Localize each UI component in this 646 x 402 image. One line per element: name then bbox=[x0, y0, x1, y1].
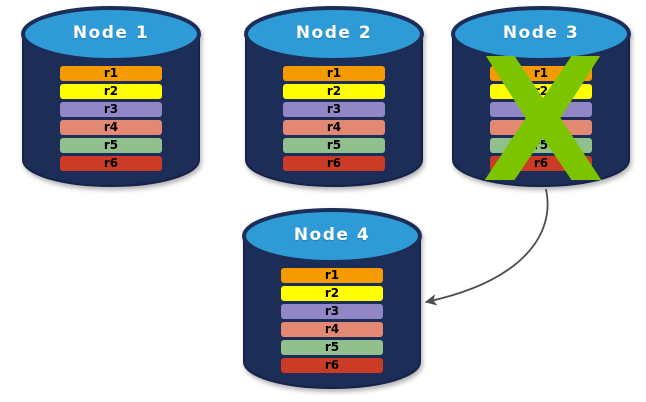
record-bar-r4[interactable]: r4 bbox=[60, 120, 162, 135]
record-bar-r6[interactable]: r6 bbox=[60, 156, 162, 171]
record-bar-r5[interactable]: r5 bbox=[283, 138, 385, 153]
record-bar-r6[interactable]: r6 bbox=[490, 156, 592, 171]
record-bar-r2[interactable]: r2 bbox=[283, 84, 385, 99]
record-bar-r6[interactable]: r6 bbox=[283, 156, 385, 171]
record-list: r1 r2 r3 r4 r5 r6 bbox=[243, 268, 421, 373]
record-list: r1 r2 r3 r4 r5 r6 bbox=[22, 66, 200, 171]
record-bar-r3[interactable]: r3 bbox=[490, 102, 592, 117]
record-bar-r3[interactable]: r3 bbox=[281, 304, 383, 319]
record-bar-r1[interactable]: r1 bbox=[283, 66, 385, 81]
record-list: r1 r2 r3 r4 r5 r6 bbox=[452, 66, 630, 171]
record-bar-r3[interactable]: r3 bbox=[283, 102, 385, 117]
record-bar-r1[interactable]: r1 bbox=[281, 268, 383, 283]
record-bar-r2[interactable]: r2 bbox=[490, 84, 592, 99]
record-bar-r5[interactable]: r5 bbox=[490, 138, 592, 153]
record-bar-r6[interactable]: r6 bbox=[281, 358, 383, 373]
record-list: r1 r2 r3 r4 r5 r6 bbox=[245, 66, 423, 171]
record-bar-r1[interactable]: r1 bbox=[490, 66, 592, 81]
record-bar-r2[interactable]: r2 bbox=[60, 84, 162, 99]
record-bar-r2[interactable]: r2 bbox=[281, 286, 383, 301]
record-bar-r4[interactable]: r4 bbox=[281, 322, 383, 337]
record-bar-r4[interactable]: r4 bbox=[283, 120, 385, 135]
record-bar-r5[interactable]: r5 bbox=[281, 340, 383, 355]
record-bar-r3[interactable]: r3 bbox=[60, 102, 162, 117]
record-bar-r5[interactable]: r5 bbox=[60, 138, 162, 153]
record-bar-r1[interactable]: r1 bbox=[60, 66, 162, 81]
record-bar-r4[interactable]: r4 bbox=[490, 120, 592, 135]
